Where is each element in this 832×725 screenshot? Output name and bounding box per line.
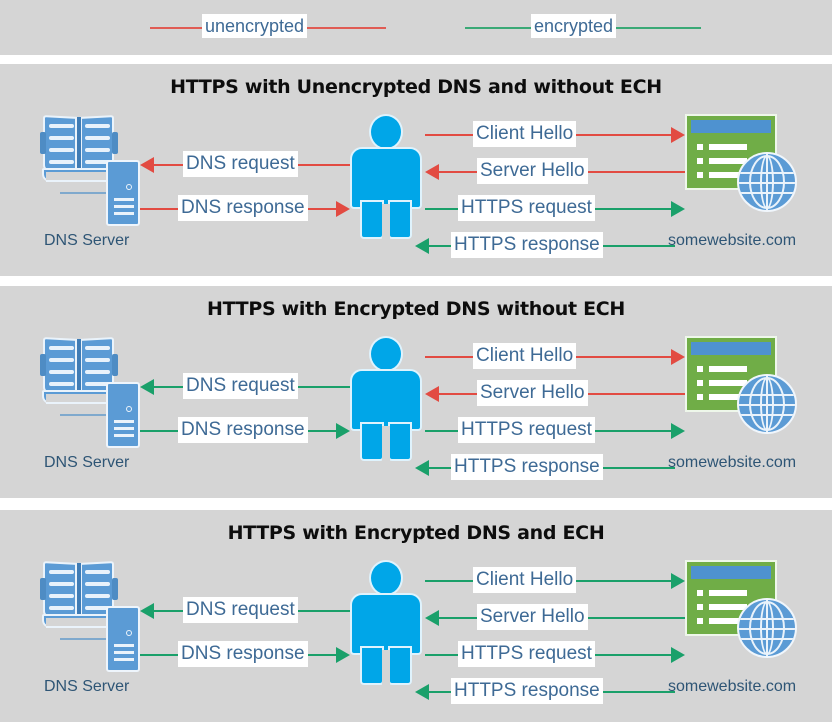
- arrowhead-right-icon: [671, 349, 685, 365]
- legend-item-unencrypted: unencrypted: [150, 0, 386, 55]
- website-node: [685, 560, 800, 660]
- dns-server-node: [34, 560, 164, 672]
- arrowhead-right-icon: [671, 201, 685, 217]
- flow-label: Client Hello: [473, 567, 577, 593]
- flow-label: DNS response: [178, 417, 308, 443]
- arrowhead-left-icon: [140, 603, 154, 619]
- server-connector: [60, 414, 108, 416]
- panel-encrypted-dns-no-ech: HTTPS with Encrypted DNS without ECH: [0, 286, 832, 498]
- panel-title: HTTPS with Encrypted DNS and ECH: [227, 522, 605, 544]
- arrowhead-right-icon: [336, 423, 350, 439]
- arrowhead-right-icon: [336, 201, 350, 217]
- flow-label: HTTPS response: [451, 232, 603, 258]
- server-connector: [60, 192, 108, 194]
- flow-https-response: HTTPS response: [415, 232, 675, 258]
- flow-label: Server Hello: [477, 158, 588, 184]
- website-label: somewebsite.com: [668, 454, 797, 471]
- book-icon: [40, 560, 118, 630]
- flow-label: Client Hello: [473, 121, 577, 147]
- flow-label: DNS request: [183, 597, 298, 623]
- dns-server-label: DNS Server: [44, 678, 130, 695]
- globe-icon: [737, 152, 797, 212]
- server-tower-icon: [106, 606, 140, 672]
- flow-label: DNS request: [183, 373, 298, 399]
- globe-icon: [737, 598, 797, 658]
- flow-label: DNS request: [183, 151, 298, 177]
- flow-client-hello: Client Hello: [425, 343, 685, 369]
- flow-dns-request: DNS request: [140, 373, 350, 399]
- book-icon: [40, 114, 118, 184]
- flow-label: Server Hello: [477, 604, 588, 630]
- legend-item-encrypted: encrypted: [465, 0, 701, 55]
- dns-server-label: DNS Server: [44, 454, 130, 471]
- arrowhead-left-icon: [415, 238, 429, 254]
- globe-icon: [737, 374, 797, 434]
- server-tower-icon: [106, 160, 140, 226]
- arrowhead-left-icon: [425, 164, 439, 180]
- panel-unencrypted-dns-no-ech: HTTPS with Unencrypted DNS and without E…: [0, 64, 832, 276]
- arrowhead-left-icon: [140, 157, 154, 173]
- flow-https-response: HTTPS response: [415, 454, 675, 480]
- flow-label: HTTPS request: [458, 195, 595, 221]
- website-label: somewebsite.com: [668, 232, 797, 249]
- flow-server-hello: Server Hello: [425, 604, 685, 630]
- flow-label: HTTPS request: [458, 417, 595, 443]
- server-tower-icon: [106, 382, 140, 448]
- flow-label: Client Hello: [473, 343, 577, 369]
- flow-dns-response: DNS response: [140, 195, 350, 221]
- flow-label: HTTPS response: [451, 678, 603, 704]
- flow-https-request: HTTPS request: [425, 417, 685, 443]
- arrowhead-right-icon: [336, 647, 350, 663]
- flow-label: DNS response: [178, 641, 308, 667]
- website-node: [685, 336, 800, 436]
- flow-label: DNS response: [178, 195, 308, 221]
- dns-server-label: DNS Server: [44, 232, 130, 249]
- arrowhead-left-icon: [425, 610, 439, 626]
- flow-server-hello: Server Hello: [425, 380, 685, 406]
- user-person-icon: [350, 114, 422, 240]
- flow-server-hello: Server Hello: [425, 158, 685, 184]
- arrowhead-right-icon: [671, 573, 685, 589]
- flow-dns-response: DNS response: [140, 641, 350, 667]
- arrowhead-left-icon: [425, 386, 439, 402]
- panel-title: HTTPS with Unencrypted DNS and without E…: [170, 76, 662, 98]
- panel-encrypted-dns-and-ech: HTTPS with Encrypted DNS and ECH: [0, 510, 832, 722]
- flow-client-hello: Client Hello: [425, 567, 685, 593]
- flow-https-response: HTTPS response: [415, 678, 675, 704]
- flow-dns-request: DNS request: [140, 151, 350, 177]
- arrowhead-left-icon: [415, 460, 429, 476]
- flow-https-request: HTTPS request: [425, 195, 685, 221]
- server-connector: [60, 638, 108, 640]
- flow-https-request: HTTPS request: [425, 641, 685, 667]
- arrowhead-left-icon: [140, 379, 154, 395]
- arrowhead-right-icon: [671, 423, 685, 439]
- arrowhead-right-icon: [671, 647, 685, 663]
- arrowhead-left-icon: [415, 684, 429, 700]
- legend-label-unencrypted: unencrypted: [202, 14, 308, 38]
- flow-label: Server Hello: [477, 380, 588, 406]
- book-icon: [40, 336, 118, 406]
- website-node: [685, 114, 800, 214]
- legend: unencrypted encrypted: [0, 0, 832, 55]
- flow-dns-request: DNS request: [140, 597, 350, 623]
- flow-label: HTTPS request: [458, 641, 595, 667]
- user-person-icon: [350, 336, 422, 462]
- dns-server-node: [34, 114, 164, 226]
- flow-client-hello: Client Hello: [425, 121, 685, 147]
- legend-label-encrypted: encrypted: [531, 14, 617, 38]
- website-label: somewebsite.com: [668, 678, 797, 695]
- user-person-icon: [350, 560, 422, 686]
- flow-dns-response: DNS response: [140, 417, 350, 443]
- panel-title: HTTPS with Encrypted DNS without ECH: [206, 298, 626, 320]
- dns-server-node: [34, 336, 164, 448]
- flow-label: HTTPS response: [451, 454, 603, 480]
- arrowhead-right-icon: [671, 127, 685, 143]
